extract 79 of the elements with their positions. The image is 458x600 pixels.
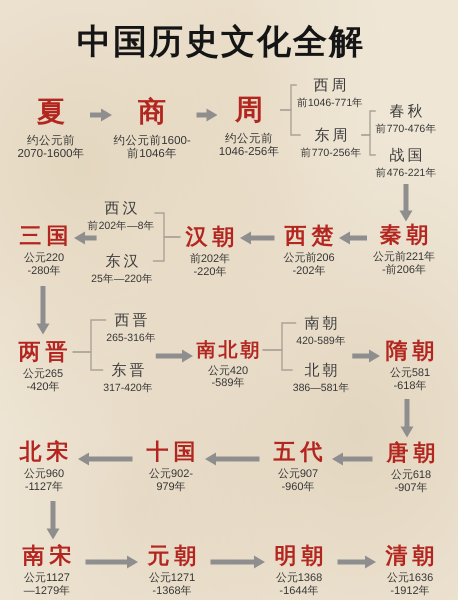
date-range: 265-316年 <box>106 332 156 344</box>
date-range: 公元618-907年 <box>390 469 432 494</box>
date-range: 25年—220年 <box>91 272 153 285</box>
arrow <box>339 232 367 244</box>
date-range: 前476-221年 <box>376 166 436 179</box>
date-range: 公元前221年-前206年 <box>372 251 436 276</box>
dynasty-name: 元朝 <box>146 543 202 569</box>
period-name: 东周 <box>314 126 350 144</box>
branch-line <box>262 349 293 371</box>
date-range: 公元420-589年 <box>207 364 249 390</box>
arrow <box>205 452 260 466</box>
date-range: 约公元前2070-1600年 <box>17 135 85 160</box>
date-range: 前770-256年 <box>300 146 362 159</box>
dynasty-name: 汉朝 <box>184 224 240 250</box>
date-range: 前202年—8年 <box>88 220 154 232</box>
date-range: 公元581-618年 <box>389 367 431 392</box>
branch-line <box>72 351 104 371</box>
branch-line <box>361 134 376 156</box>
period-name: 东晋 <box>110 360 148 380</box>
arrow <box>400 184 412 222</box>
dynasty-name: 隋朝 <box>384 338 440 364</box>
date-range: 约公元前1600-前1046年 <box>112 135 192 160</box>
dynasty-name: 夏 <box>37 96 65 128</box>
dynasty-name: 三国 <box>18 223 74 249</box>
arrow <box>400 399 414 438</box>
dynasty-name: 清朝 <box>384 543 440 569</box>
date-range: 前1046-771年 <box>296 96 364 109</box>
branch-line <box>280 109 301 136</box>
date-range: 前770-476年 <box>376 122 436 135</box>
arrow <box>78 452 132 466</box>
date-range: 约公元前1046-256年 <box>218 133 280 158</box>
date-range: 386—581年 <box>292 382 350 394</box>
dynasty-name: 十国 <box>146 439 200 465</box>
dynasty-name: 北宋 <box>18 439 74 465</box>
period-name: 东汉 <box>104 252 142 270</box>
arrow <box>90 108 112 122</box>
date-range: 公元265-420年 <box>22 368 64 393</box>
title: 中国历史文化全解 <box>76 22 365 62</box>
date-range: 公元907-960年 <box>277 468 319 493</box>
dynasty-name: 南宋 <box>22 543 76 569</box>
dynasty-name: 秦朝 <box>378 222 434 248</box>
dynasty-name: 南北朝 <box>196 338 262 362</box>
arrow <box>46 501 60 540</box>
period-name: 西周 <box>312 76 350 94</box>
dynasty-name: 西楚 <box>284 223 338 249</box>
date-range: 公元1271-1368年 <box>148 572 196 597</box>
date-range: 公元1368-1644年 <box>275 572 323 597</box>
dynasty-name: 两晋 <box>18 339 72 365</box>
period-name: 春秋 <box>388 102 426 120</box>
dynasty-name: 周 <box>235 94 263 126</box>
date-range: 420-589年 <box>296 334 346 347</box>
date-range: 317-420年 <box>103 382 153 394</box>
date-range: 公元960-1127年 <box>23 468 65 493</box>
arrow <box>156 350 193 362</box>
date-range: 公元1636-1912年 <box>386 572 434 597</box>
arrow <box>332 452 372 466</box>
date-range: 公元902-979年 <box>148 468 194 493</box>
dynasty-name: 商 <box>138 96 166 128</box>
date-range: 前202年-220年 <box>189 253 231 278</box>
dynasty-name: 唐朝 <box>385 440 440 466</box>
arrow <box>338 556 376 568</box>
dynasty-name: 明朝 <box>274 543 328 569</box>
period-name: 南朝 <box>304 314 340 332</box>
arrow <box>352 350 380 362</box>
period-name: 北朝 <box>304 360 340 380</box>
arrow <box>74 232 97 244</box>
arrow <box>86 556 138 568</box>
period-name: 西晋 <box>114 310 150 330</box>
date-range: 公元220-280年 <box>23 252 65 277</box>
arrow <box>196 108 218 122</box>
date-range: 公元1127—1279年 <box>23 572 71 597</box>
period-name: 西汉 <box>104 198 140 218</box>
period-name: 战国 <box>388 146 426 164</box>
arrow <box>210 556 265 568</box>
dynasty-name: 五代 <box>272 439 328 465</box>
date-range: 公元前206-202年 <box>282 252 336 277</box>
arrow <box>240 232 274 244</box>
branch-line <box>152 236 180 262</box>
arrow <box>36 286 50 334</box>
